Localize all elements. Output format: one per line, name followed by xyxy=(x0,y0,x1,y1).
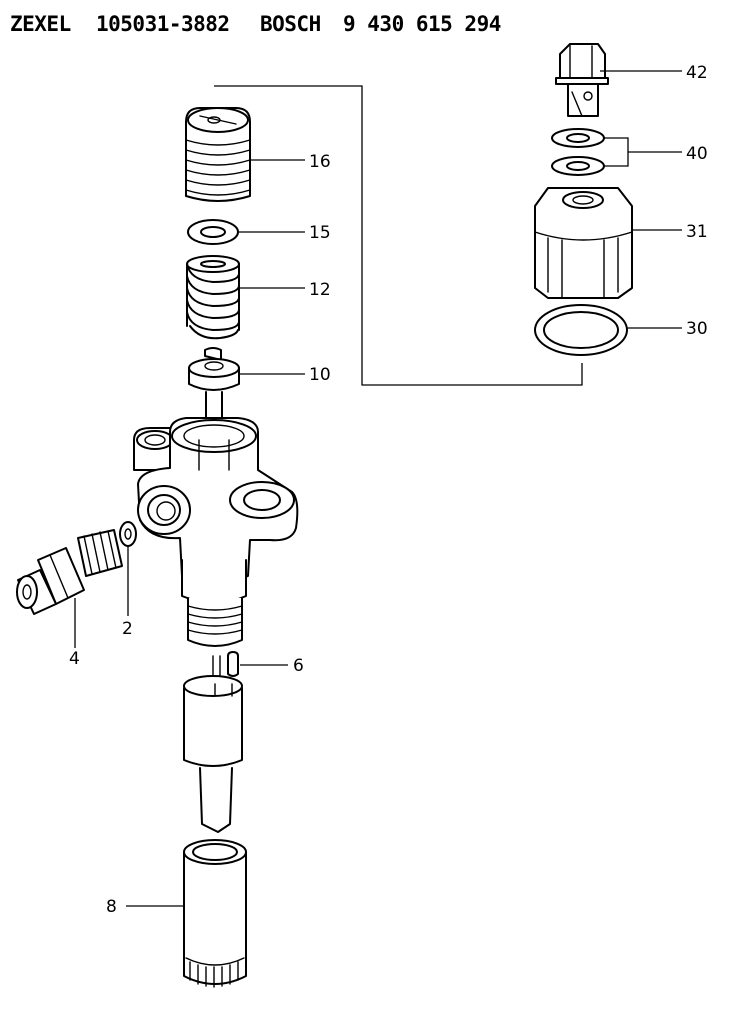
part-31-union-nut xyxy=(534,187,633,299)
label-15: 15 xyxy=(309,223,331,243)
nozzle-holder-body xyxy=(133,391,299,647)
part-16-cap-nut xyxy=(185,107,251,202)
nozzle xyxy=(183,655,243,833)
label-40: 40 xyxy=(686,144,708,164)
label-30: 30 xyxy=(686,319,708,339)
part-42-bolt xyxy=(555,43,609,117)
leader-lines xyxy=(74,70,682,907)
part-10-spring-seat xyxy=(188,347,240,391)
assembly-connector-line xyxy=(214,85,583,386)
label-31: 31 xyxy=(686,222,708,242)
part-15-washer xyxy=(187,219,239,245)
label-8: 8 xyxy=(106,897,117,917)
header-brand-bosch: BOSCH xyxy=(260,12,321,36)
header-brand-zexel: ZEXEL xyxy=(10,12,71,36)
part-30-gasket xyxy=(534,304,628,356)
header-part-number-bosch: 9 430 615 294 xyxy=(343,12,501,36)
part-2-washer xyxy=(119,521,137,547)
part-6-dowel-pin xyxy=(227,651,239,677)
part-12-spring xyxy=(186,255,240,340)
label-10: 10 xyxy=(309,365,331,385)
label-12: 12 xyxy=(309,280,331,300)
label-16: 16 xyxy=(309,152,331,172)
part-40-washers xyxy=(551,128,605,176)
part-8-retaining-nut xyxy=(183,839,247,988)
label-6: 6 xyxy=(293,656,304,676)
header-part-number-zexel: 105031-3882 xyxy=(96,12,230,36)
label-4: 4 xyxy=(69,649,80,669)
label-42: 42 xyxy=(686,63,708,83)
part-4-inlet-connector xyxy=(16,529,123,615)
label-2: 2 xyxy=(122,619,133,639)
